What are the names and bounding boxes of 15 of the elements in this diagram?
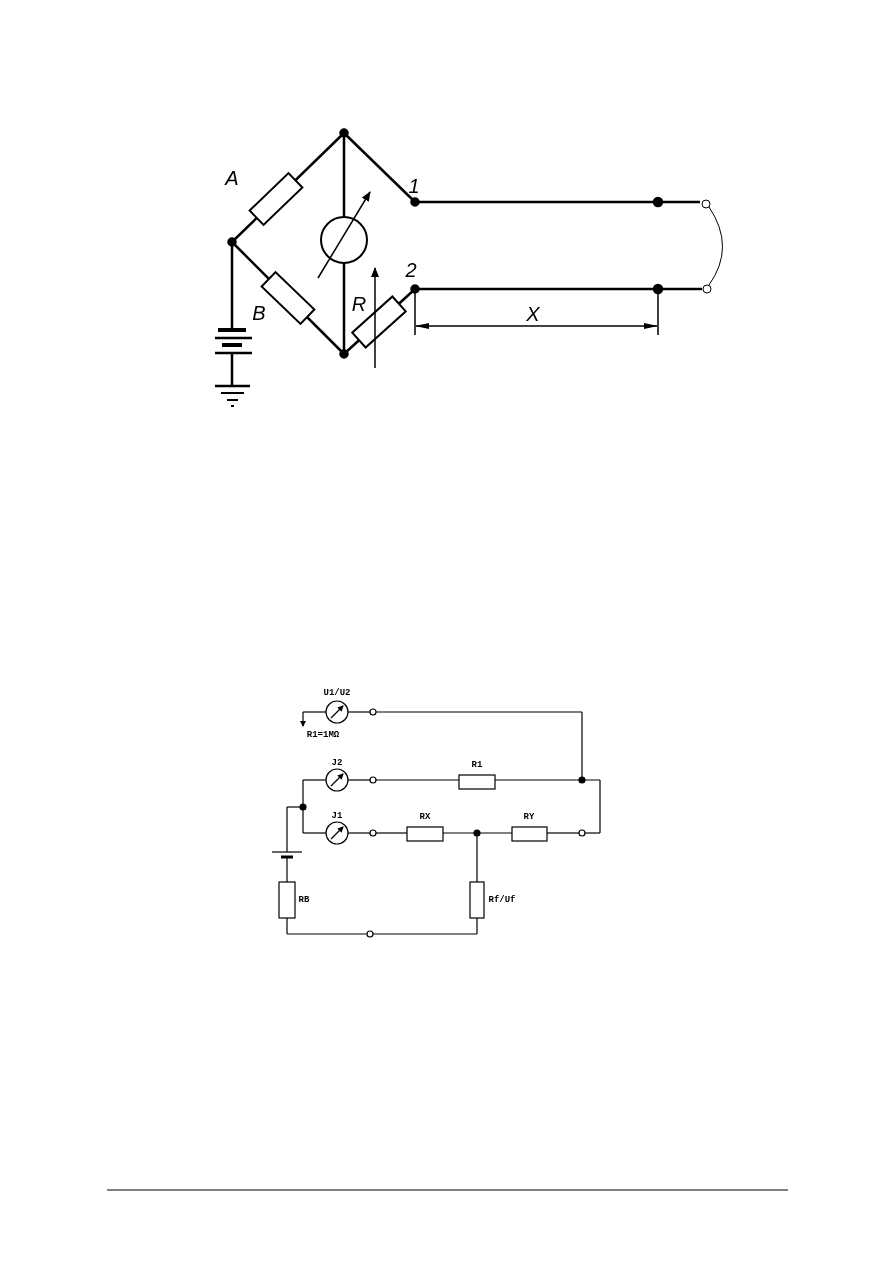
meter-label: J2 <box>331 758 343 768</box>
resistance-note: R1=1MΩ <box>306 730 340 740</box>
component-label: RB <box>298 895 310 905</box>
component-label: RY <box>523 812 535 822</box>
component-label: R1 <box>471 760 483 770</box>
dimension-label: X <box>526 304 540 324</box>
component-label: RX <box>419 812 431 822</box>
component-label: R <box>351 294 367 314</box>
component-label: B <box>252 303 266 323</box>
meter-label: J1 <box>331 811 343 821</box>
component-label: A <box>225 168 239 188</box>
terminal-number: 2 <box>405 260 417 280</box>
meter-label: U1/U2 <box>323 688 351 698</box>
terminal-number: 1 <box>408 176 420 196</box>
component-label: Rf/Uf <box>488 895 516 905</box>
